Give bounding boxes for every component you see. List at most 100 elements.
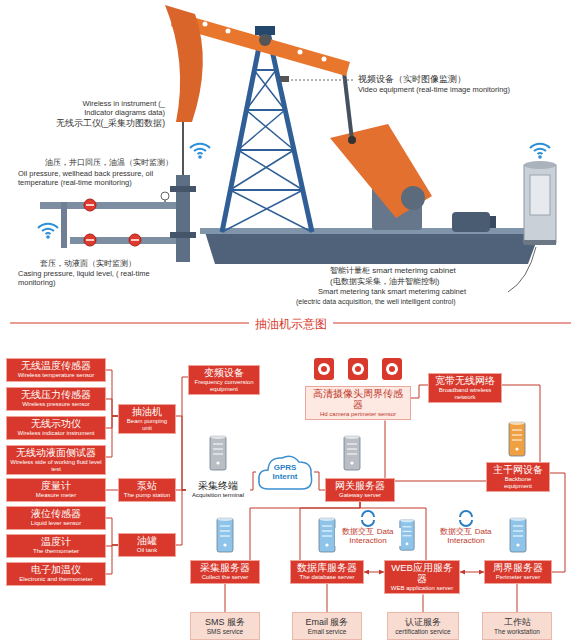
callout-label: 智能计量柜 smart meterimg cabinet: [330, 266, 520, 275]
process-box: 度量计Measure meter: [6, 478, 106, 502]
exchange-icon: [460, 520, 472, 526]
process-box: 无线温度传感器Wireless temperature sensor: [6, 358, 106, 382]
process-box: 液位传感器Liquid lever sensor: [6, 506, 106, 530]
node-subtitle: The thermometer: [33, 548, 79, 555]
server-icon: [217, 516, 233, 552]
node-subtitle: The database server: [299, 574, 354, 581]
node-title: 抽油机: [132, 407, 162, 418]
process-box: WEB应用服务器WEB application server: [384, 560, 460, 594]
crank-assembly: [348, 136, 356, 144]
callout-label: Wireless in instrument (_ Indicator diag…: [55, 100, 165, 117]
metering-cabinet: [524, 161, 556, 245]
node-title: 认证服务: [405, 617, 441, 627]
node-subtitle: Acquisition terminal: [192, 492, 244, 499]
crank-assembly: [490, 216, 496, 228]
process-box: 周界服务器Perimeter server: [484, 560, 552, 584]
derrick: [230, 190, 312, 232]
callout-label: 油压，井口回压，油温（实时监测）: [45, 158, 180, 167]
node-title: 电子加温仪: [31, 565, 81, 576]
exchange-icon: [362, 511, 374, 517]
camera-icon: [386, 363, 398, 375]
wellhead: [170, 232, 196, 238]
connector: [411, 385, 428, 398]
node-subtitle: Email service: [308, 628, 347, 635]
node-subtitle: Electronic and thermometer: [19, 576, 93, 583]
wifi-icon: [530, 144, 550, 159]
derrick: [246, 109, 285, 111]
exchange-icon: [362, 520, 374, 526]
node-subtitle: Wireless pressure sensor: [22, 401, 90, 408]
walking-beam: [322, 57, 327, 62]
metering-cabinet: [530, 175, 550, 215]
callout-label: 套压，动液面（实时监测）: [40, 259, 170, 268]
network-cloud: GPRS Internt: [256, 452, 314, 492]
derrick: [222, 32, 262, 232]
connector: [364, 572, 384, 573]
process-box: 采集服务器Collect the server: [190, 560, 260, 584]
node-subtitle: SMS service: [207, 628, 243, 635]
wellhead: [61, 202, 67, 248]
node-subtitle: Collect the server: [202, 574, 249, 581]
pump-base: [200, 228, 544, 264]
node-title: 工作站: [504, 617, 531, 627]
caption: 抽油机示意图: [249, 316, 333, 332]
node-title: 数据库服务器: [297, 563, 357, 574]
process-box: 主干网设备Backbone equipment: [486, 462, 550, 492]
callout-label: 无线示工仪(_采集功图数据): [40, 119, 165, 129]
camera-icon: [389, 366, 395, 372]
metering-cabinet: [524, 165, 556, 243]
edge-label: 数据交互 Data Interaction: [433, 528, 499, 546]
process-box: 变频设备Frequency conversion equipment: [188, 365, 260, 395]
callout-label: (电数据实采集，油井智能控制): [330, 277, 520, 286]
node-title: 油罐: [137, 536, 157, 547]
node-title: Email 服务: [305, 617, 348, 627]
node-subtitle: Wireless side of working fluid level tes…: [10, 459, 102, 472]
walking-beam: [298, 50, 303, 55]
caption-row: 抽油机示意图: [0, 314, 581, 332]
callout-label: Casing pressure, liquid level, ( real-ti…: [18, 270, 158, 287]
process-box: 宽带无线网络Broadband wireless network: [428, 373, 502, 403]
derrick: [246, 110, 294, 150]
node-title: 周界服务器: [493, 563, 543, 574]
server-icon: [400, 518, 414, 550]
process-box: 温度计The thermometer: [6, 534, 106, 558]
process-box: 无线压力传感器Wireless pressure sensor: [6, 387, 106, 411]
crank-assembly: [401, 186, 425, 210]
service-box: 认证服务certification service: [387, 612, 459, 640]
node-subtitle: Oil tank: [137, 547, 157, 554]
derrick: [246, 70, 276, 110]
service-box: 工作站The workstation: [482, 612, 552, 640]
walking-beam: [165, 5, 203, 122]
derrick: [255, 26, 275, 35]
node-subtitle: certification service: [395, 628, 450, 635]
metering-cabinet: [524, 161, 556, 169]
node-subtitle: Beam pumping unit: [122, 418, 172, 431]
process-box: 网关服务器Gateway server: [325, 478, 395, 502]
crank-assembly: [344, 72, 352, 140]
camera-icon: [382, 358, 402, 380]
connector: [106, 490, 118, 491]
wellhead: [40, 202, 176, 209]
process-box: 数据库服务器The database server: [290, 560, 364, 584]
connector: [327, 584, 328, 612]
derrick: [254, 69, 276, 71]
connector: [395, 481, 486, 482]
node-title: 无线动液面侧试器: [16, 448, 96, 459]
node-title: 度量计: [41, 481, 71, 492]
terminal-box: 采集终端Acquisition terminal: [186, 478, 250, 502]
derrick: [238, 110, 285, 150]
node-title: 宽带无线网络: [435, 376, 495, 387]
node-title: 无线压力传感器: [21, 390, 91, 401]
process-box: 电子加温仪Electronic and thermometer: [6, 562, 106, 586]
camera-icon: [314, 358, 334, 380]
node-subtitle: The workstation: [494, 628, 540, 635]
wellhead: [170, 186, 196, 192]
terminal-icon: [210, 434, 226, 470]
node-title: 高清摄像头周界传感器: [309, 389, 407, 411]
connector: [385, 420, 386, 478]
callout-label: Oil pressure, wellhead back pressure, oi…: [18, 170, 168, 187]
service-box: SMS 服务SMS service: [190, 612, 260, 640]
node-subtitle: Gateway server: [339, 492, 381, 499]
